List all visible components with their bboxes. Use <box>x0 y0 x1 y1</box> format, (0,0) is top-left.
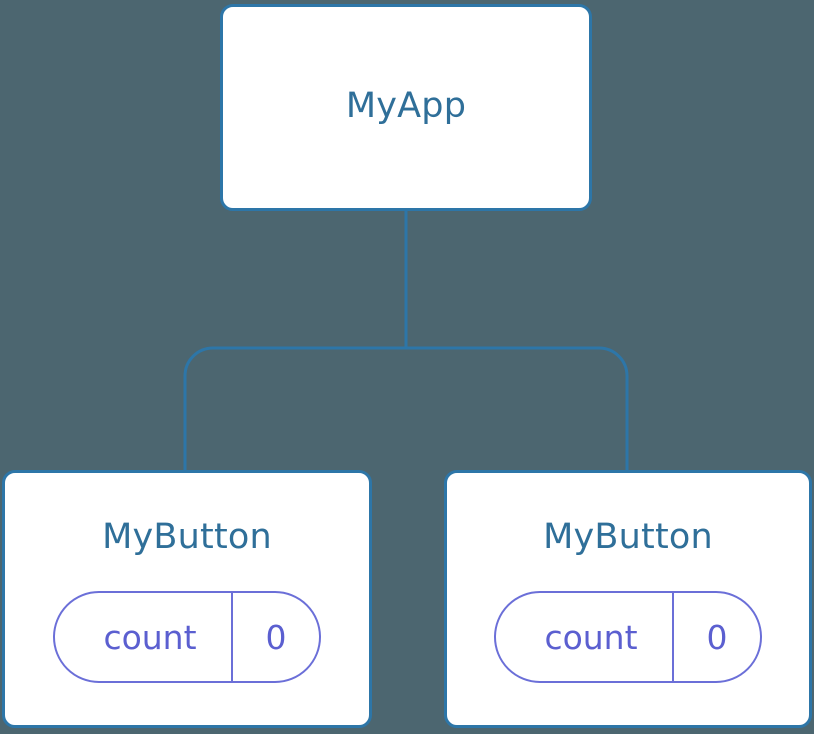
state-key: count <box>103 617 197 657</box>
state-value: 0 <box>231 593 319 681</box>
state-value: 0 <box>672 593 760 681</box>
node-title: MyButton <box>102 517 272 557</box>
state-pill[interactable]: count 0 <box>53 591 321 683</box>
node-title: MyButton <box>543 517 713 557</box>
state-pill[interactable]: count 0 <box>494 591 762 683</box>
node-mybutton-2[interactable]: MyButton count 0 <box>444 470 812 728</box>
node-mybutton-1[interactable]: MyButton count 0 <box>2 470 372 728</box>
node-myapp[interactable]: MyApp <box>220 4 592 211</box>
state-key: count <box>544 617 638 657</box>
node-title: MyApp <box>345 86 467 126</box>
edge-root-to-children <box>183 211 629 470</box>
